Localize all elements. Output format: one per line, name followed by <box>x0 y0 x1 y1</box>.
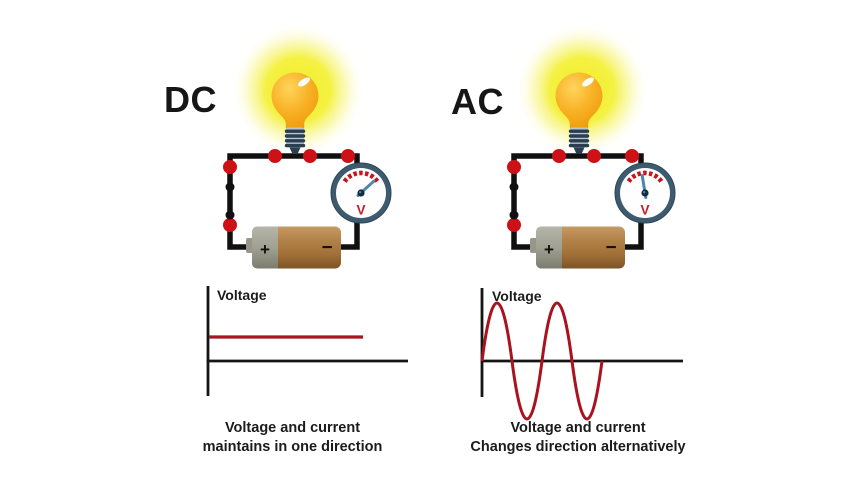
junction-dots-black <box>509 182 519 220</box>
battery-plus-label: + <box>544 240 554 259</box>
bulb-glass <box>271 72 319 129</box>
voltmeter-unit-label: V <box>356 203 365 218</box>
graph-ylabel: Voltage <box>492 288 542 304</box>
bulb-glass <box>555 72 603 129</box>
ac-label: AC <box>451 81 504 122</box>
voltmeter-scale <box>342 170 380 183</box>
dc-caption-line2: maintains in one direction <box>202 438 383 455</box>
battery-minus-label: − <box>321 238 332 259</box>
junction-dots-red <box>507 149 639 232</box>
dc-voltage-graph: Voltage <box>206 286 408 396</box>
ac-voltage-graph: Voltage <box>480 288 683 421</box>
voltmeter-scale <box>626 170 664 183</box>
ac-circuit: + − <box>507 23 676 269</box>
ac-caption-line2: Changes direction alternatively <box>470 438 686 455</box>
dc-caption-line1: Voltage and current <box>224 420 361 436</box>
battery: + − <box>530 226 625 269</box>
battery-cap <box>536 226 562 269</box>
light-bulb <box>555 72 603 154</box>
ac-sine-wave <box>480 301 604 421</box>
circuit-wire <box>511 153 644 250</box>
battery: + − <box>246 226 341 269</box>
bulb-highlight <box>298 77 310 87</box>
bulb-screw-base <box>568 127 590 154</box>
voltmeter: V <box>614 162 676 224</box>
voltmeter: V <box>330 162 392 224</box>
bulb-highlight <box>582 77 594 87</box>
battery-minus-label: − <box>605 238 616 259</box>
ac-caption-line1: Voltage and current <box>510 420 646 436</box>
battery-cap <box>252 226 278 269</box>
battery-plus-label: + <box>260 240 270 259</box>
light-bulb <box>271 72 319 154</box>
junction-dots-black <box>225 182 235 220</box>
dc-label: DC <box>164 79 217 120</box>
dc-caption: Voltage and current maintains in one dir… <box>150 419 435 456</box>
voltmeter-unit-label: V <box>640 203 649 218</box>
ac-caption: Voltage and current Changes direction al… <box>428 419 728 456</box>
graph-ylabel: Voltage <box>217 287 267 303</box>
bulb-screw-base <box>284 127 306 154</box>
circuit-wire <box>227 153 360 250</box>
dc-circuit: + − <box>223 23 392 269</box>
junction-dots-red <box>223 149 355 232</box>
